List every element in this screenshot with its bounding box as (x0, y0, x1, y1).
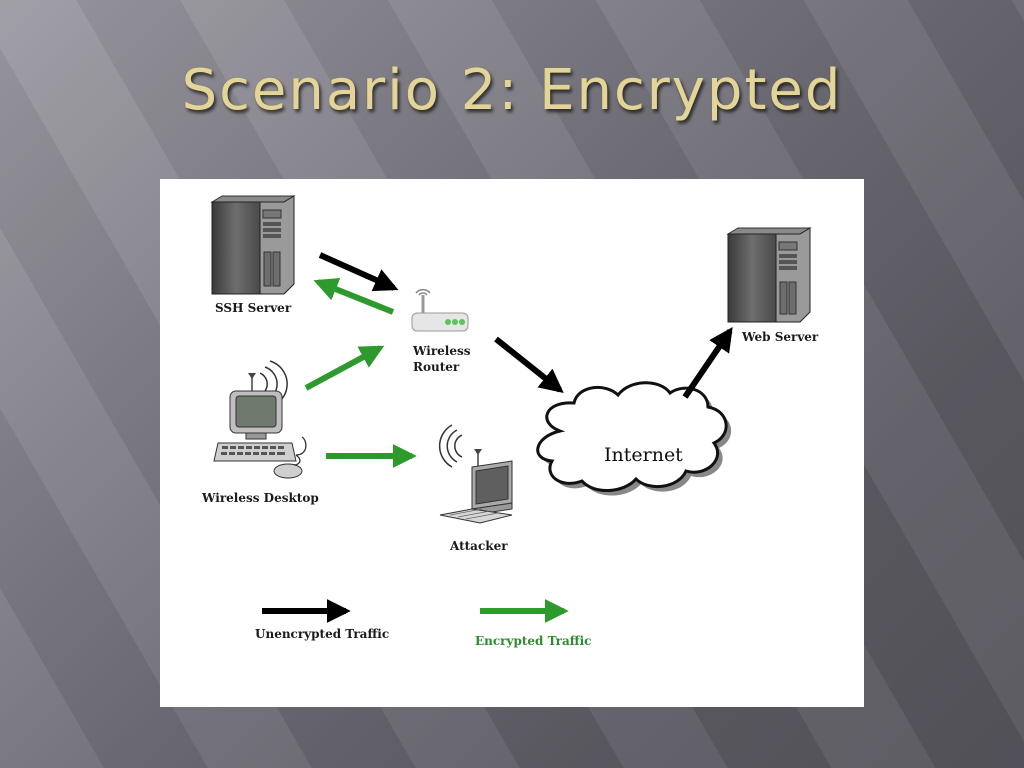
wireless-router-label-line1: Wireless (413, 344, 471, 358)
web-server-label: Web Server (742, 330, 819, 344)
arrow-internet-to-webserver (682, 327, 733, 399)
internet-label: Internet (604, 444, 683, 466)
wireless-router-label-line2: Router (413, 360, 460, 374)
network-diagram: SSH Server Wireless Router Wireless Desk… (160, 179, 864, 707)
attacker-laptop-icon (438, 424, 513, 524)
web-server-icon (726, 227, 812, 323)
arrow-ssh-to-router (318, 252, 399, 292)
arrow-router-to-ssh (313, 277, 395, 315)
arrow-router-to-internet (494, 336, 564, 393)
ssh-server-label: SSH Server (215, 301, 292, 315)
attacker-label: Attacker (450, 539, 508, 553)
internet-cloud-icon (536, 381, 732, 496)
legend-encrypted-label: Encrypted Traffic (475, 634, 592, 648)
slide-title: Scenario 2: Encrypted (181, 58, 843, 123)
wireless-desktop-icon (213, 360, 307, 479)
diagram-canvas (210, 195, 812, 623)
wireless-desktop-label: Wireless Desktop (202, 491, 319, 505)
wireless-router-icon (411, 288, 469, 332)
ssh-server-icon (210, 195, 296, 295)
legend-unencrypted-label: Unencrypted Traffic (255, 627, 390, 641)
arrow-desktop-to-router (304, 345, 385, 391)
